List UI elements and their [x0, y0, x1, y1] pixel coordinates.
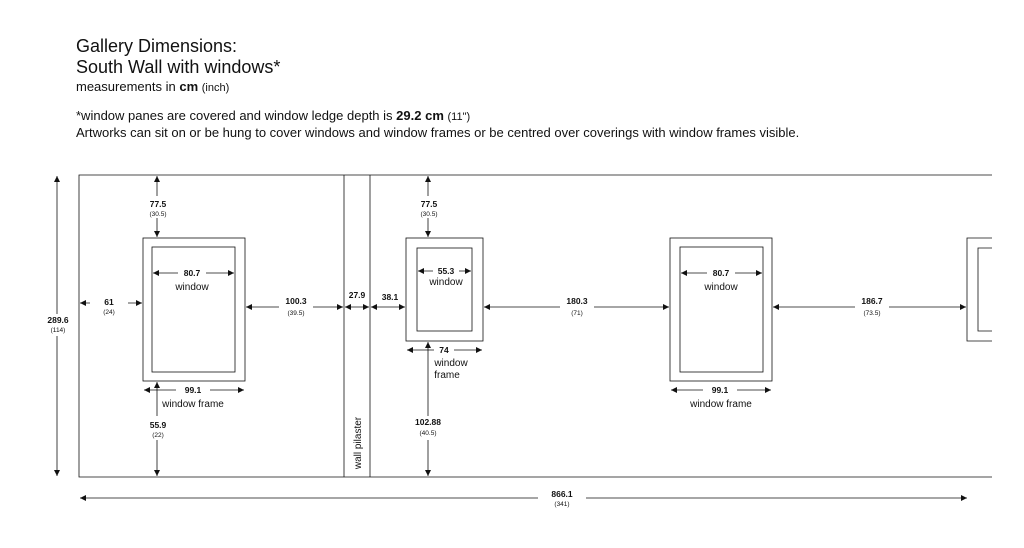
w1-pane-caption: window — [174, 282, 209, 293]
w2-pane-label: 55.3 — [438, 266, 455, 276]
w2-pane-caption: window — [428, 277, 463, 288]
w3-frame-label: 99.1 — [712, 385, 729, 395]
window-4-pane-partial — [977, 247, 992, 332]
gap3-inch: (71) — [571, 310, 583, 317]
w3-pane-caption: window — [703, 282, 738, 293]
window-4-frame-partial — [966, 237, 992, 342]
w2-top-inch: (30.5) — [421, 211, 438, 218]
window-2-frame — [405, 237, 484, 342]
pilaster-width-label: 27.9 — [349, 290, 366, 300]
note1-bold: 29.2 cm — [396, 108, 444, 123]
note1-suffix: (11") — [447, 111, 471, 123]
window-3-pane — [679, 246, 764, 373]
w2-bottom-label: 102.88 — [415, 417, 441, 427]
w2-frame-label: 74 — [439, 345, 449, 355]
units-note: measurements in cm (inch) — [76, 79, 799, 94]
gap4-label: 186.7 — [861, 296, 883, 306]
window-3-frame — [669, 237, 773, 382]
gap2-label: 38.1 — [382, 292, 399, 302]
w2-frame-caption-2: frame — [434, 370, 460, 381]
w1-top-inch: (30.5) — [150, 211, 167, 218]
w1-frame-caption: window frame — [161, 399, 224, 410]
window-1-pane — [151, 246, 236, 373]
page-title-line-1: Gallery Dimensions: — [76, 36, 238, 56]
note1-prefix: *window panes are covered and window led… — [76, 108, 393, 123]
w1-bottom-label: 55.9 — [150, 420, 167, 430]
w3-pane-label: 80.7 — [713, 268, 730, 278]
w1-frame-label: 99.1 — [185, 385, 202, 395]
w1-left-inch: (24) — [103, 309, 115, 316]
wall-outline — [78, 174, 992, 478]
w1-left-label: 61 — [104, 297, 114, 307]
window-2-pane — [416, 247, 473, 332]
window-1-frame — [142, 237, 246, 382]
total-width-inch: (341) — [554, 501, 569, 508]
total-width-label: 866.1 — [551, 489, 573, 499]
w2-frame-caption-1: window — [433, 358, 468, 369]
units-bold: cm — [179, 79, 199, 94]
units-prefix: measurements in — [76, 79, 176, 94]
w2-top-label: 77.5 — [421, 199, 438, 209]
pilaster-label: wall pilaster — [353, 416, 364, 470]
wall-height-label: 289.6 — [47, 315, 69, 325]
gap1-inch: (39.5) — [288, 310, 305, 317]
w1-pane-label: 80.7 — [184, 268, 201, 278]
w3-frame-caption: window frame — [689, 399, 752, 410]
wall-height-inch: (114) — [51, 327, 66, 334]
gap4-inch: (73.5) — [864, 310, 881, 317]
window-note: *window panes are covered and window led… — [76, 108, 799, 141]
w1-top-label: 77.5 — [150, 199, 167, 209]
w2-bottom-inch: (40.5) — [420, 430, 437, 437]
units-suffix: (inch) — [201, 82, 230, 94]
w1-bottom-inch: (22) — [152, 432, 164, 439]
gap1-label: 100.3 — [285, 296, 307, 306]
header: Gallery Dimensions: South Wall with wind… — [76, 36, 799, 141]
gap3-label: 180.3 — [566, 296, 588, 306]
note2: Artworks can sit on or be hung to cover … — [76, 125, 800, 140]
page-title-line-2: South Wall with windows* — [76, 57, 281, 77]
